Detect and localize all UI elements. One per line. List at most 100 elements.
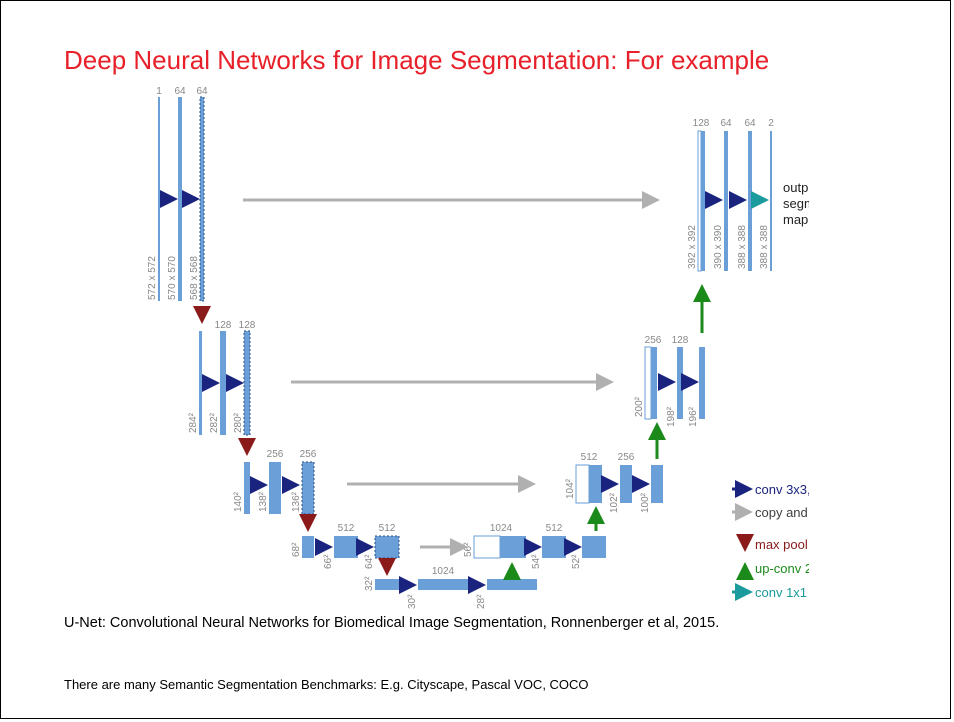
cropped-copy-block: [473, 535, 501, 559]
feature-map-block: [301, 461, 315, 515]
channel-label: 256: [645, 335, 662, 346]
output-label: output: [783, 180, 809, 195]
size-label: 388 x 388: [759, 225, 770, 269]
feature-map-block: [770, 131, 772, 271]
size-label: 572 x 572: [147, 256, 158, 300]
channel-label: 64: [196, 86, 208, 97]
size-label: 100²: [640, 492, 651, 513]
size-label: 198²: [666, 406, 677, 427]
legend-label: conv 1x1: [755, 585, 807, 600]
decoder-level-2: 256 128 200² 198² 196²: [634, 284, 711, 427]
feature-map-block: [677, 347, 683, 419]
cropped-copy-block: [697, 130, 702, 272]
unet-diagram: 1 64 64 572 x 572 570 x 570 568 x 568 in…: [104, 81, 861, 609]
channel-label: 64: [744, 118, 756, 129]
encoder-level-2: 128 128 284² 282² 280²: [188, 320, 256, 456]
size-label: 200²: [634, 396, 645, 417]
size-label: 64²: [364, 554, 375, 569]
feature-map-block: [374, 535, 400, 559]
channel-label: 512: [546, 523, 563, 534]
decoder-level-4: 1024 512 56² 54² 52²: [463, 506, 606, 569]
size-label: 102²: [609, 492, 620, 513]
feature-map-block: [582, 536, 606, 558]
feature-map-block: [302, 536, 314, 558]
feature-map-block: [542, 536, 566, 558]
feature-map-block: [620, 465, 632, 503]
channel-label: 128: [239, 320, 256, 331]
feature-map-block: [199, 96, 205, 302]
unet-diagram-svg: 1 64 64 572 x 572 570 x 570 568 x 568 in…: [104, 86, 861, 609]
feature-map-block: [699, 347, 705, 419]
size-label: 52²: [571, 554, 582, 569]
size-label: 32²: [364, 576, 375, 591]
feature-map-block: [724, 131, 728, 271]
feature-map-block: [178, 97, 182, 301]
encoder-level-4: 512 512 68² 66² 64²: [291, 523, 400, 576]
size-label: 390 x 390: [713, 225, 724, 269]
legend-label: copy and crop: [755, 505, 809, 520]
citation-caption: U-Net: Convolutional Neural Networks for…: [64, 615, 720, 631]
encoder-level-1: 1 64 64 572 x 572 570 x 570 568 x 568 in…: [104, 86, 211, 324]
legend-label: up-conv 2x2: [755, 561, 809, 576]
channel-label: 256: [300, 449, 317, 460]
output-label: map: [783, 212, 808, 227]
legend: conv 3x3, ReLU copy and crop max pool 2x…: [732, 480, 848, 601]
channel-label: 1024: [490, 523, 513, 534]
size-label: 30²: [407, 594, 418, 609]
feature-map-block: [589, 465, 602, 503]
size-label: 138²: [258, 491, 269, 512]
benchmarks-note: There are many Semantic Segmentation Ben…: [64, 677, 589, 692]
feature-map-block: [243, 330, 251, 436]
feature-map-block: [701, 131, 705, 271]
size-label: 284²: [188, 412, 199, 433]
feature-map-block: [487, 579, 537, 590]
feature-map-block: [244, 462, 250, 514]
encoder-level-3: 256 256 140² 138² 136²: [233, 449, 317, 532]
size-label: 388 x 388: [737, 225, 748, 269]
feature-map-block: [269, 462, 281, 514]
output-label: segmentation: [783, 196, 809, 211]
size-label: 280²: [233, 412, 244, 433]
channel-label: 256: [267, 449, 284, 460]
channel-label: 128: [215, 320, 232, 331]
size-label: 196²: [688, 406, 699, 427]
channel-label: 2: [768, 118, 774, 129]
legend-label: max pool 2x2: [755, 537, 809, 552]
size-label: 570 x 570: [167, 256, 178, 300]
feature-map-block: [500, 536, 526, 558]
size-label: 54²: [531, 554, 542, 569]
decoder-level-1: 128 64 64 2 392 x 392 390 x 390 388 x 38…: [687, 118, 861, 272]
feature-map-block: [651, 465, 663, 503]
feature-map-block: [375, 579, 399, 590]
channel-label: 128: [693, 118, 710, 129]
channel-label: 64: [174, 86, 186, 97]
size-label: 56²: [463, 542, 474, 557]
feature-map-block: [651, 347, 657, 419]
size-label: 282²: [209, 412, 220, 433]
feature-map-block: [220, 331, 226, 435]
feature-map-block: [748, 131, 752, 271]
cropped-copy-block: [575, 464, 590, 504]
channel-label: 128: [672, 335, 689, 346]
channel-label: 512: [581, 452, 598, 463]
size-label: 28²: [476, 594, 487, 609]
size-label: 140²: [233, 491, 244, 512]
skip-connections: [243, 191, 660, 556]
legend-label: conv 3x3, ReLU: [755, 482, 809, 497]
size-label: 568 x 568: [189, 256, 200, 300]
channel-label: 64: [720, 118, 732, 129]
size-label: 136²: [291, 491, 302, 512]
size-label: 392 x 392: [687, 225, 698, 269]
slide-title: Deep Neural Networks for Image Segmentat…: [64, 45, 770, 75]
bottleneck: 1024 32² 30² 28²: [364, 562, 537, 609]
decoder-level-3: 512 256 104² 102² 100²: [565, 422, 666, 513]
size-label: 66²: [323, 554, 334, 569]
feature-map-block: [334, 536, 358, 558]
channel-label: 1: [156, 86, 162, 97]
feature-map-block: [418, 579, 468, 590]
cropped-copy-block: [644, 346, 652, 420]
size-label: 68²: [291, 542, 302, 557]
channel-label: 1024: [432, 566, 455, 577]
channel-label: 512: [338, 523, 355, 534]
